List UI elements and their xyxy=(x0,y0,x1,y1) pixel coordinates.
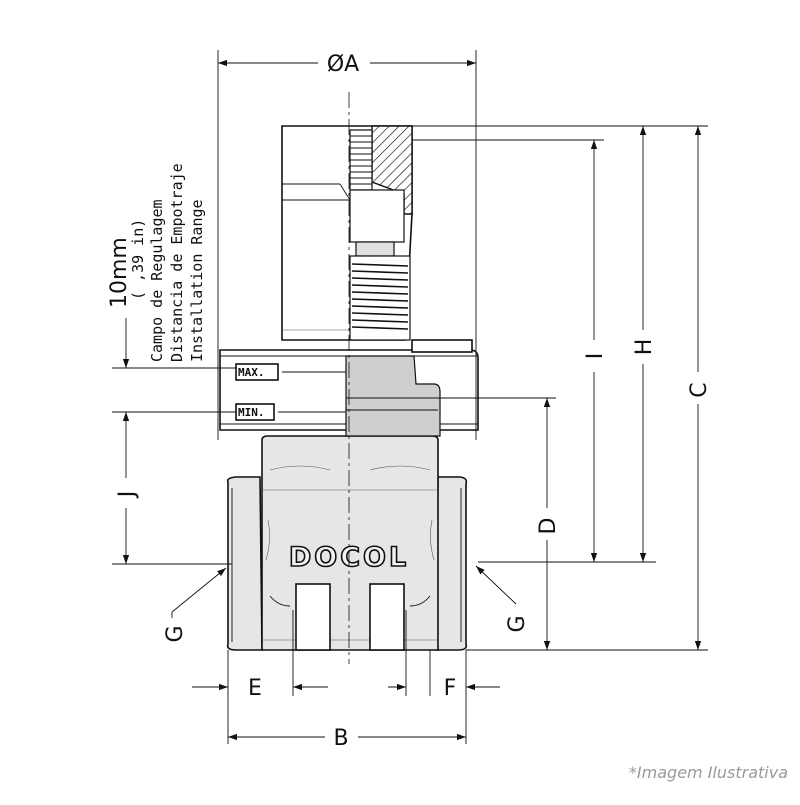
range-value-mm: 10mm xyxy=(107,237,132,308)
dim-label-e: E xyxy=(248,676,262,701)
dimension-e: E xyxy=(192,676,328,701)
brand-emboss: DOCOL xyxy=(289,542,409,573)
max-tag: MAX. xyxy=(238,366,265,379)
dimension-i: I xyxy=(412,139,608,562)
max-tag-box xyxy=(235,363,279,381)
installation-range-dimension xyxy=(112,318,236,369)
dim-label-d: D xyxy=(536,518,561,535)
dimension-j: J xyxy=(112,411,236,565)
dim-label-c: C xyxy=(687,382,712,397)
cap-housing xyxy=(281,125,413,341)
dim-label-b: B xyxy=(333,726,348,751)
dimension-f: F xyxy=(388,650,500,701)
dim-label-j: J xyxy=(115,491,140,500)
illustrative-caption: *Imagem Ilustrativa xyxy=(629,763,788,782)
dim-label-g-left: G xyxy=(163,625,188,642)
range-value-in: ( ,39 in) xyxy=(129,219,147,300)
dimension-b: B xyxy=(228,726,466,751)
dimension-a: ØA xyxy=(217,50,477,440)
dimension-h: H xyxy=(632,126,657,562)
dim-label-i: I xyxy=(583,353,608,360)
dim-label-f: F xyxy=(444,676,457,701)
range-label-pt: Campo de Regulagem xyxy=(148,199,166,362)
dim-label-g-right: G xyxy=(505,615,530,632)
dimension-g-right: G xyxy=(475,565,530,633)
min-tag: MIN. xyxy=(238,406,265,419)
dim-label-h: H xyxy=(632,339,657,356)
dimension-g-left: G xyxy=(163,567,227,643)
range-label-es: Distancia de Empotraje xyxy=(168,163,186,362)
valve-body: DOCOL xyxy=(226,435,468,651)
extension-lines-right xyxy=(412,125,708,651)
range-note: 10mm ( ,39 in) Campo de Regulagem Distan… xyxy=(107,163,206,362)
dimension-c: C xyxy=(687,126,712,650)
extension-lines-bottom xyxy=(227,610,467,744)
dim-label-a: ØA xyxy=(327,52,359,77)
range-label-en: Installation Range xyxy=(188,199,206,362)
dimension-d: D xyxy=(536,398,561,650)
